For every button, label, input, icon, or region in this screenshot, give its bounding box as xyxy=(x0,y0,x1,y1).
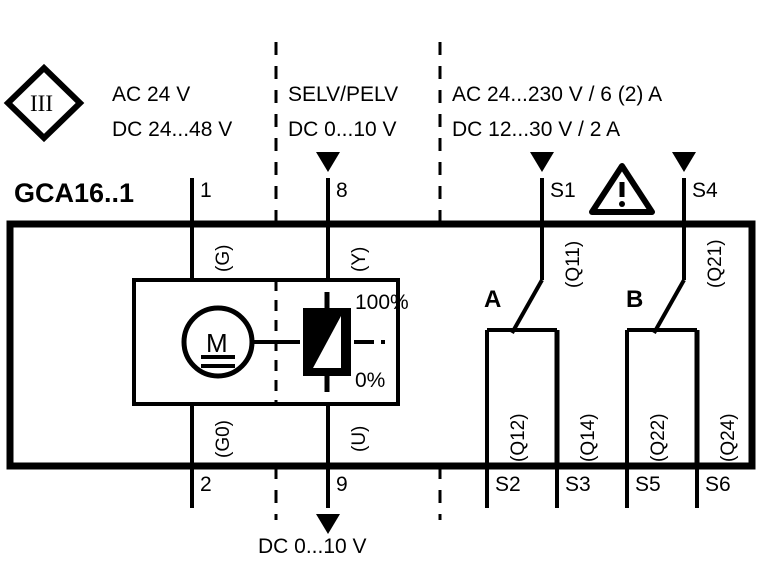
relay-contact-a xyxy=(485,224,560,466)
device-outline xyxy=(6,220,756,470)
arrow-down-terminal-s1 xyxy=(530,152,554,172)
signal-selv-pelv: SELV/PELV xyxy=(288,83,399,106)
terminal-label-s5: S5 xyxy=(635,473,661,496)
relay-rating-dc: DC 12...30 V / 2 A xyxy=(452,118,621,141)
internal-label-g: (G) xyxy=(213,244,234,272)
internal-label-y: (Y) xyxy=(349,246,370,272)
terminal-label-9: 9 xyxy=(336,473,348,496)
internal-label-q12: (Q12) xyxy=(508,413,529,462)
motor-symbol xyxy=(181,305,276,379)
signal-direction-arrows xyxy=(316,152,696,534)
device-type-label: GCA16..1 xyxy=(14,178,135,208)
internal-label-q21: (Q21) xyxy=(705,239,726,288)
supply-voltage-dc: DC 24...48 V xyxy=(112,118,233,141)
terminal-label-s4: S4 xyxy=(692,179,718,202)
bottom-terminal-stubs xyxy=(190,466,699,508)
arrow-down-terminal-9 xyxy=(316,514,340,534)
internal-label-q24: (Q24) xyxy=(718,413,739,462)
motor-symbol-label: M xyxy=(206,328,228,358)
actuator-internal-wiring xyxy=(190,224,330,466)
terminal-label-s3: S3 xyxy=(565,473,591,496)
signal-voltage-dc: DC 0...10 V xyxy=(288,118,397,141)
internal-label-q11: (Q11) xyxy=(563,240,584,288)
position-feedback-symbol xyxy=(276,292,385,392)
terminal-label-8: 8 xyxy=(336,179,348,202)
output-signal-note: DC 0...10 V xyxy=(258,535,367,558)
internal-label-q22: (Q22) xyxy=(648,413,669,462)
terminal-label-1: 1 xyxy=(200,179,212,202)
terminal-label-2: 2 xyxy=(200,473,212,496)
terminal-label-s2: S2 xyxy=(495,473,521,496)
warning-triangle-icon xyxy=(589,163,655,215)
relay-contact-b xyxy=(625,224,700,466)
actuator-block xyxy=(132,278,400,406)
arrow-down-terminal-8 xyxy=(316,152,340,172)
top-terminal-stubs xyxy=(190,178,686,224)
terminal-label-s6: S6 xyxy=(705,473,731,496)
relay-rating-ac: AC 24...230 V / 6 (2) A xyxy=(452,83,663,106)
feedback-min-label: 0% xyxy=(355,369,386,392)
protection-class-label: III xyxy=(30,91,53,116)
internal-label-g0: (G0) xyxy=(213,420,234,458)
arrow-down-terminal-s4 xyxy=(672,152,696,172)
protection-class-diamond-icon xyxy=(3,63,85,143)
relay-label-b: B xyxy=(626,286,644,313)
internal-label-u: (U) xyxy=(349,425,370,452)
supply-voltage-ac: AC 24 V xyxy=(112,83,191,106)
terminal-label-s1: S1 xyxy=(550,179,576,202)
internal-label-q14: (Q14) xyxy=(578,413,599,462)
relay-label-a: A xyxy=(484,286,502,313)
feedback-max-label: 100% xyxy=(355,291,409,314)
